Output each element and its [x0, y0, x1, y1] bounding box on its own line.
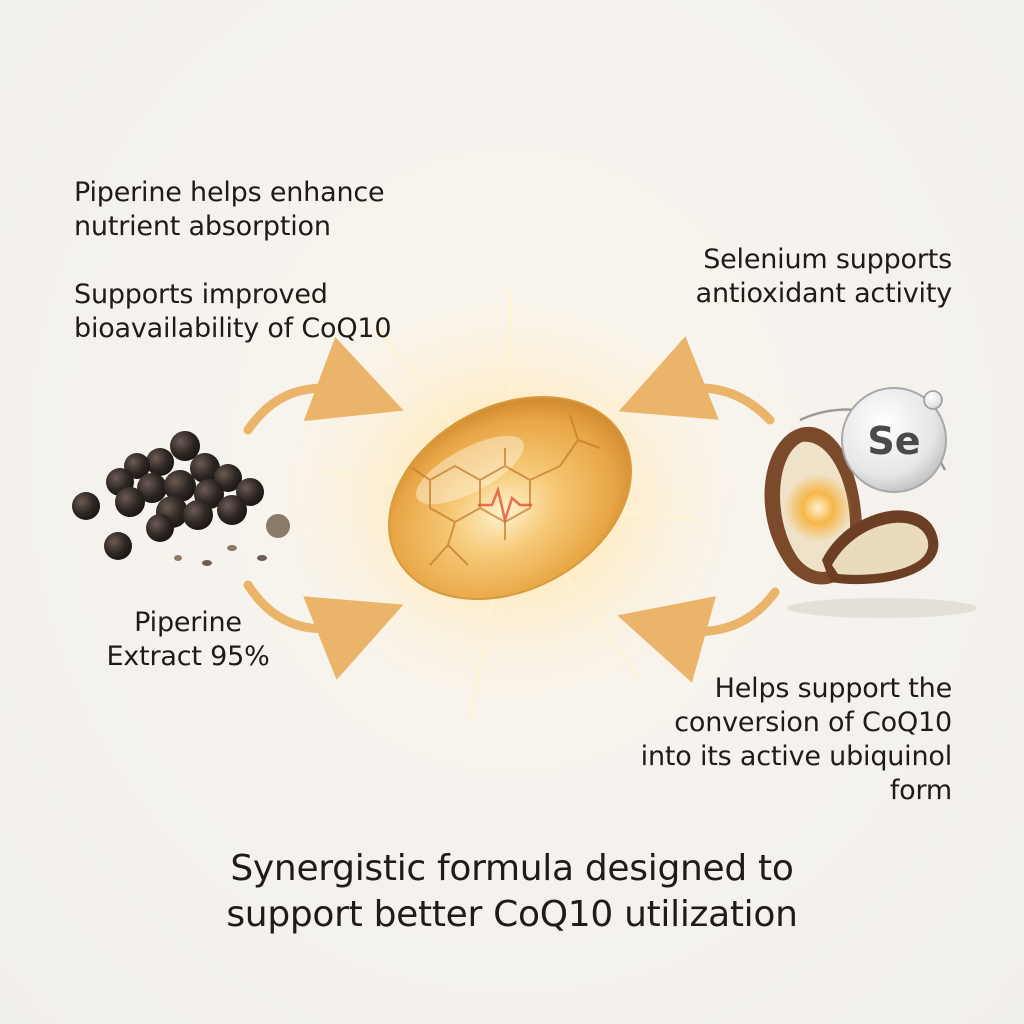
text-line: Selenium supports: [703, 244, 952, 275]
text-line: Helps support the: [714, 673, 953, 704]
capsule-icon: [388, 395, 632, 601]
heartbeat-icon: [478, 485, 532, 525]
text-line: Extract 95%: [106, 641, 270, 672]
text-line: bioavailability of CoQ10: [74, 313, 392, 344]
text-line: form: [889, 775, 952, 806]
footer-headline: Synergistic formula designed to support …: [0, 846, 1024, 938]
text-line: into its active ubiquinol: [640, 741, 953, 772]
pepper-icon: [72, 431, 290, 566]
text-line: support better CoQ10 utilization: [226, 894, 798, 935]
text-line: nutrient absorption: [74, 211, 331, 242]
selenium-atom-icon: Se: [799, 387, 947, 493]
piperine-absorption-text: Piperine helps enhance nutrient absorpti…: [74, 176, 414, 244]
text-line: Supports improved: [74, 279, 328, 310]
selenium-text: Selenium supports antioxidant activity: [622, 243, 953, 311]
text-line: Synergistic formula designed to: [230, 848, 794, 889]
brazil-nut-icon: [764, 426, 977, 618]
text-line: conversion of CoQ10: [674, 707, 952, 738]
arrow-icon: [243, 336, 780, 683]
piperine-label: Piperine Extract 95%: [88, 606, 288, 674]
bioavailability-text: Supports improved bioavailability of CoQ…: [74, 278, 414, 346]
selenium-symbol: Se: [867, 419, 920, 463]
text-line: antioxidant activity: [695, 278, 953, 309]
conversion-text: Helps support the conversion of CoQ10 in…: [592, 672, 953, 808]
text-line: Piperine helps enhance: [74, 177, 385, 208]
text-line: Piperine: [134, 607, 242, 638]
molecule-icon: [411, 414, 601, 566]
